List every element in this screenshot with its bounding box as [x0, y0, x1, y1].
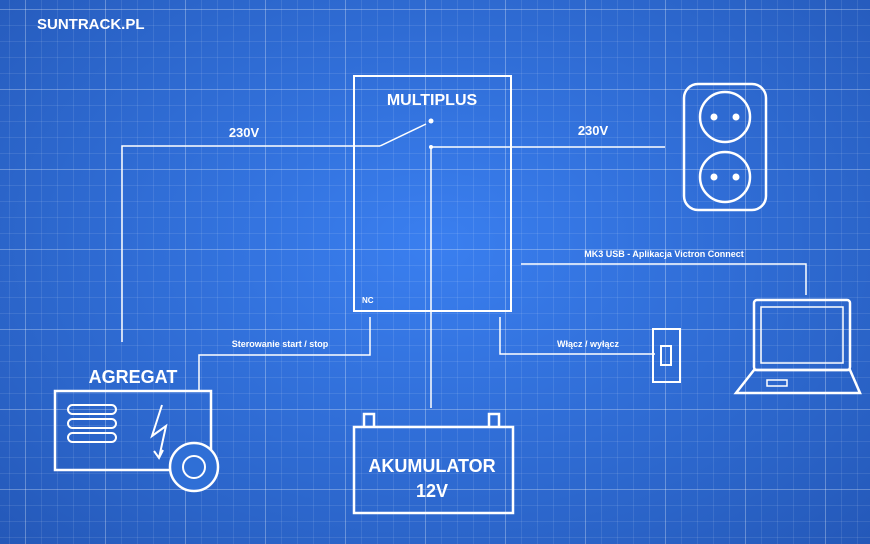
wiring — [121, 145, 807, 408]
wire-generator-control — [198, 317, 371, 390]
laptop-icon — [733, 298, 862, 395]
ac-in-label: 230V — [229, 125, 260, 140]
socket-icon — [682, 82, 768, 212]
generator-control-label: Sterowanie start / stop — [232, 339, 329, 349]
nc-label: NC — [362, 296, 374, 305]
wall-switch-icon — [652, 328, 681, 383]
switch-contact — [428, 118, 434, 124]
on-off-label: Włącz / wyłącz — [557, 339, 620, 349]
agregat-label: AGREGAT — [89, 367, 178, 387]
akumulator-label: AKUMULATOR — [368, 456, 495, 476]
mk3-label: MK3 USB - Aplikacja Victron Connect — [584, 249, 744, 259]
generator-icon: AGREGAT — [53, 367, 220, 493]
brand-logo: SUNTRACK.PL — [37, 16, 145, 33]
wire-mk3-usb — [521, 263, 807, 295]
battery-icon: AKUMULATOR 12V — [352, 412, 515, 515]
wire-ac-in — [121, 145, 380, 342]
transfer-switch — [379, 123, 427, 147]
multiplus-inverter: MULTIPLUS NC — [353, 75, 512, 312]
ac-out-label: 230V — [578, 123, 609, 138]
wire-on-off — [499, 317, 655, 355]
multiplus-label: MULTIPLUS — [387, 92, 478, 109]
voltage-label: 12V — [416, 481, 448, 501]
